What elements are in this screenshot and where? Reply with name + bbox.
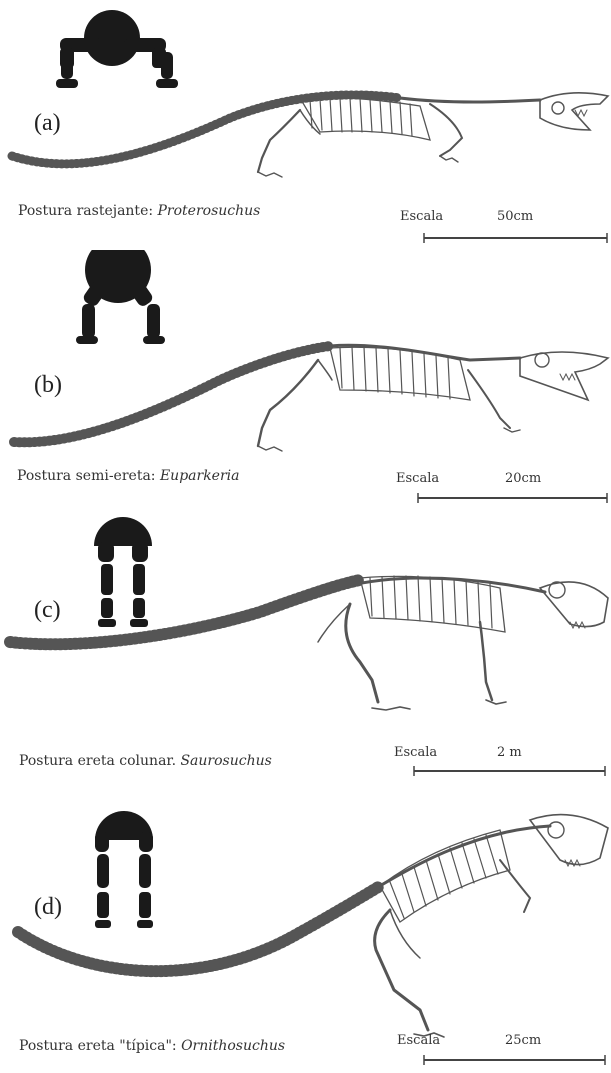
scale-bar-b <box>418 493 607 503</box>
skeleton-a <box>12 93 608 177</box>
posture-text: Postura ereta colunar. <box>19 753 180 769</box>
panel-label: (c) <box>34 597 61 624</box>
sprawling-posture-icon <box>56 10 178 88</box>
scale-label: Escala <box>400 209 443 224</box>
skeleton-c <box>10 576 608 710</box>
species-name: Ornithosuchus <box>181 1038 285 1054</box>
species-name: Saurosuchus <box>180 753 271 769</box>
scale-bar-a <box>424 233 607 243</box>
scale-value: 2 m <box>497 745 522 760</box>
typical-erect-posture-icon <box>95 811 153 928</box>
scale-label: Escala <box>396 471 439 486</box>
scale-value: 25cm <box>505 1033 541 1048</box>
panel-a: (a) Postura rastejante: Proterosuchus Es… <box>0 0 611 250</box>
panel-label: (b) <box>34 372 62 399</box>
scale-label: Escala <box>394 745 437 760</box>
posture-text: Postura rastejante: <box>18 203 158 219</box>
posture-text: Postura semi-ereta: <box>17 468 160 484</box>
species-name: Proterosuchus <box>158 203 261 219</box>
posture-caption: Postura ereta colunar. Saurosuchus <box>19 753 272 769</box>
scale-label: Escala <box>397 1033 440 1048</box>
panel-c: (c) Postura ereta colunar. Saurosuchus E… <box>0 512 611 790</box>
scale-value: 20cm <box>505 471 541 486</box>
panel-label: (d) <box>34 894 62 921</box>
panel-b: (b) Postura semi-ereta: Euparkeria Escal… <box>0 250 611 512</box>
skeleton-b <box>14 345 608 451</box>
ornithosuchus-skeleton-illustration <box>0 790 611 1073</box>
scale-bar-c <box>414 766 605 776</box>
posture-caption: Postura semi-ereta: Euparkeria <box>17 468 239 484</box>
panel-label: (a) <box>34 110 61 137</box>
species-name: Euparkeria <box>160 468 240 484</box>
posture-text: Postura ereta "típica": <box>19 1038 181 1054</box>
panel-d: (d) Postura ereta "típica": Ornithosuchu… <box>0 790 611 1073</box>
columnar-erect-posture-icon <box>94 517 152 627</box>
scale-value: 50cm <box>497 209 533 224</box>
semi-erect-posture-icon <box>76 250 165 344</box>
posture-caption: Postura ereta "típica": Ornithosuchus <box>19 1038 285 1054</box>
scale-bar-d <box>424 1055 605 1065</box>
posture-caption: Postura rastejante: Proterosuchus <box>18 203 260 219</box>
